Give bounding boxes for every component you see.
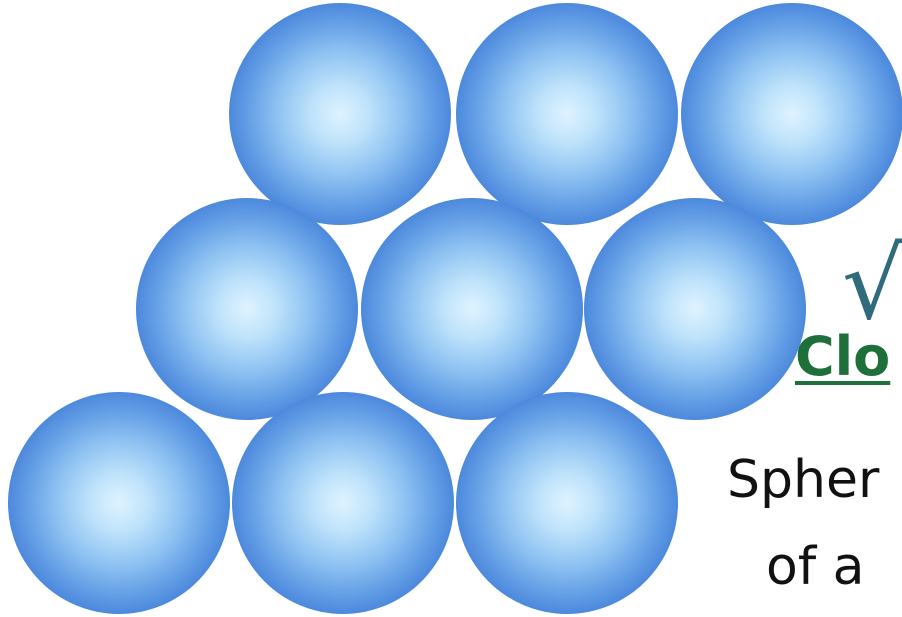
sphere-row2-1 xyxy=(136,198,358,420)
sphere-row3-3 xyxy=(456,392,678,614)
sphere-row3-1 xyxy=(8,392,230,614)
body-line-2: of a xyxy=(766,541,865,593)
sphere-row2-3 xyxy=(584,198,806,420)
sphere-row3-2 xyxy=(232,392,454,614)
check-mark-icon: √ xyxy=(842,236,902,334)
sphere-row1-3 xyxy=(681,3,902,225)
sphere-row1-1 xyxy=(229,3,451,225)
heading-text: Clo xyxy=(795,330,890,384)
sphere-row2-2 xyxy=(361,198,583,420)
body-line-1: Spher xyxy=(727,454,879,506)
sphere-row1-2 xyxy=(456,3,678,225)
